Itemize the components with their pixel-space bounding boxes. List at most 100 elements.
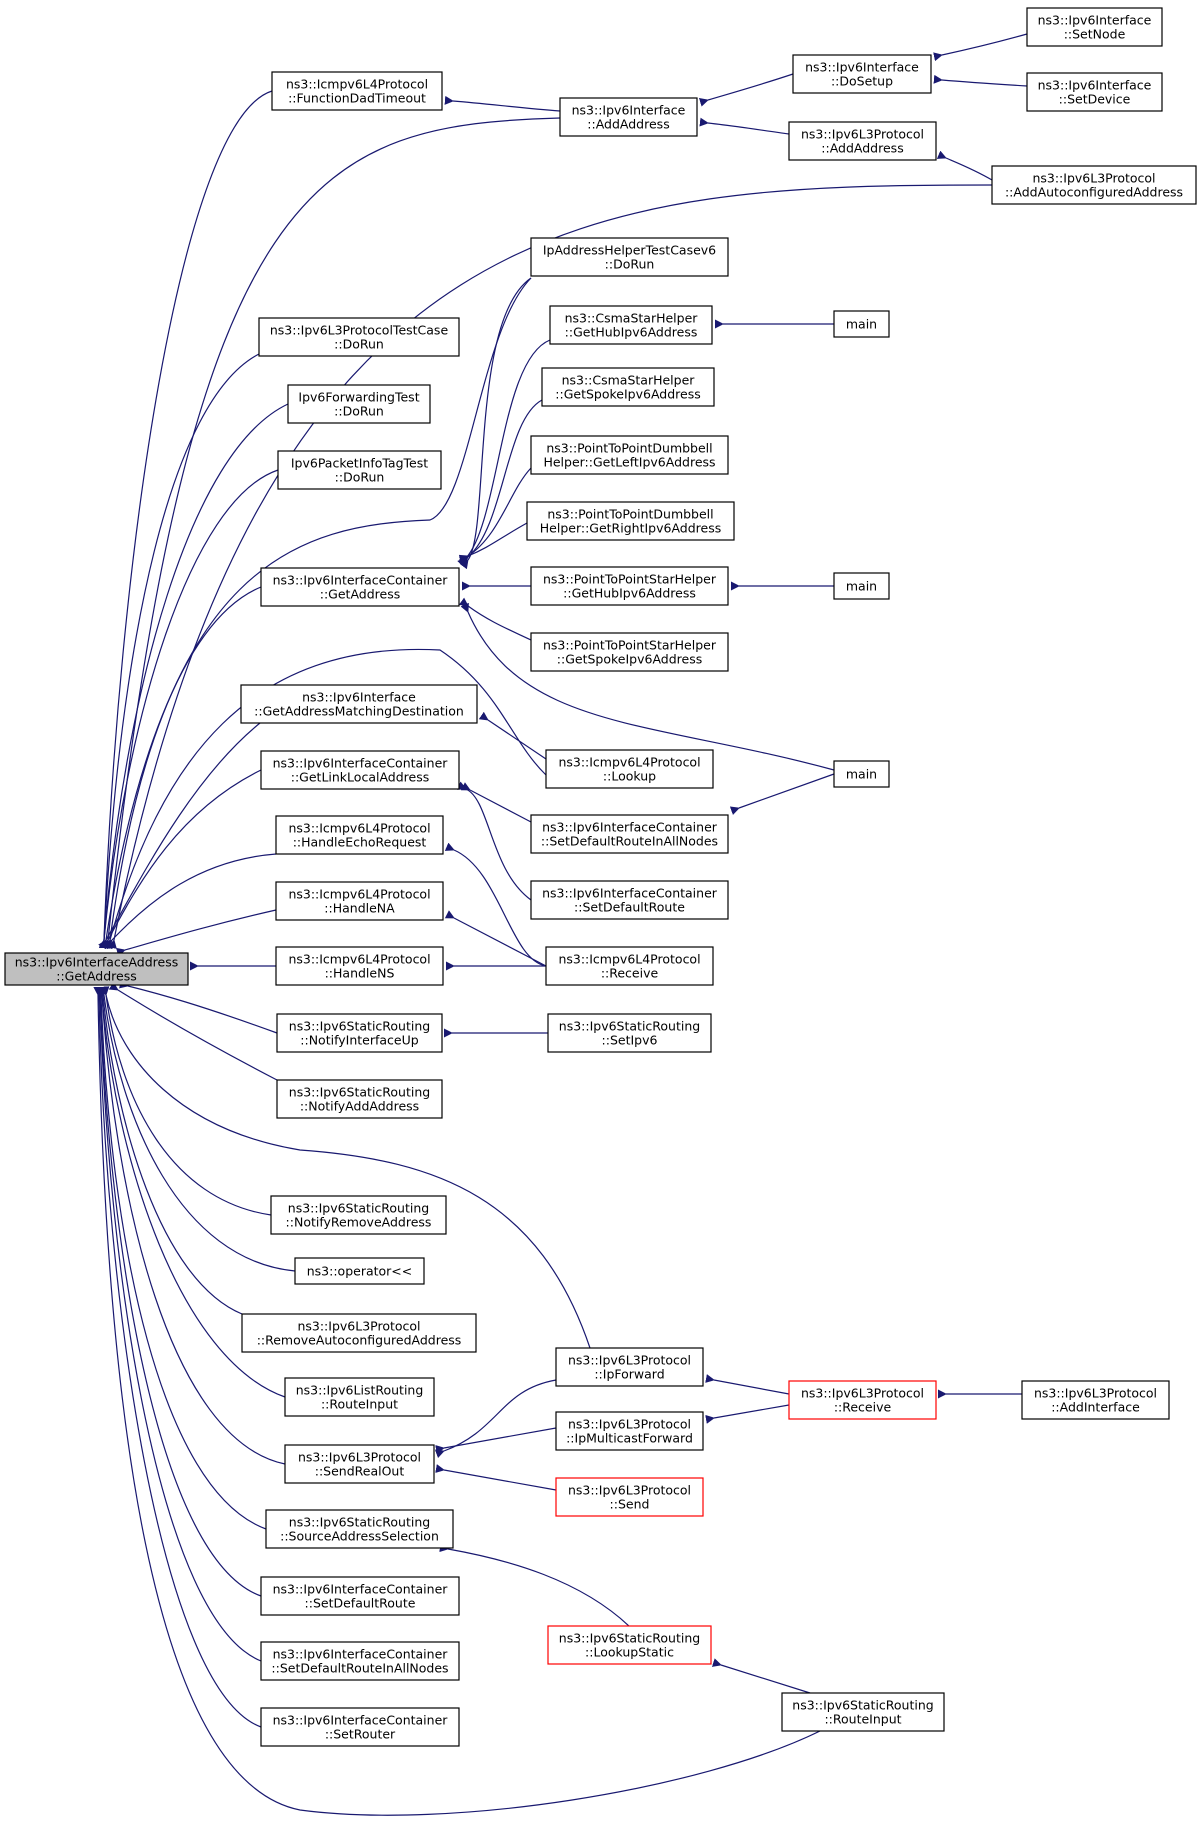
node-box[interactable] — [260, 567, 460, 607]
node-box[interactable] — [559, 97, 698, 137]
node-box[interactable] — [270, 1195, 447, 1235]
node-box[interactable] — [277, 450, 442, 490]
node-box[interactable] — [547, 1625, 712, 1665]
node-box[interactable] — [276, 1013, 443, 1053]
node-icmp_lookup[interactable]: ns3::Icmpv6L4Protocol::Lookup — [545, 749, 714, 789]
node-p2pstar_spoke[interactable]: ns3::PointToPointStarHelper::GetSpokeIpv… — [530, 632, 729, 672]
node-if_setdevice[interactable]: ns3::Ipv6Interface::SetDevice — [1026, 72, 1163, 112]
node-box[interactable] — [792, 54, 932, 94]
node-box[interactable] — [260, 750, 460, 790]
node-l3_sendrealout[interactable]: ns3::Ipv6L3Protocol::SendRealOut — [284, 1444, 435, 1484]
node-box[interactable] — [555, 1477, 704, 1517]
node-box[interactable] — [530, 814, 729, 854]
node-l3_receive[interactable]: ns3::Ipv6L3Protocol::Receive — [788, 1380, 937, 1420]
node-box[interactable] — [240, 684, 478, 724]
node-box[interactable] — [1026, 72, 1163, 112]
node-sr_routeinput[interactable]: ns3::Ipv6StaticRouting::RouteInput — [781, 1692, 945, 1732]
node-ifc_setdef[interactable]: ns3::Ipv6InterfaceContainer::SetDefaultR… — [530, 880, 729, 920]
node-box[interactable] — [833, 572, 890, 600]
node-box[interactable] — [275, 815, 444, 855]
node-if_matchdest[interactable]: ns3::Ipv6Interface::GetAddressMatchingDe… — [240, 684, 478, 724]
node-box[interactable] — [265, 1509, 454, 1549]
node-p2p_left[interactable]: ns3::PointToPointDumbbellHelper::GetLeft… — [530, 435, 729, 475]
node-lr_routeinput[interactable]: ns3::Ipv6ListRouting::RouteInput — [284, 1377, 435, 1417]
node-box[interactable] — [549, 305, 713, 345]
node-ifc_setrouter[interactable]: ns3::Ipv6InterfaceContainer::SetRouter — [260, 1707, 460, 1747]
node-sr_lookupstatic[interactable]: ns3::Ipv6StaticRouting::LookupStatic — [547, 1625, 712, 1665]
node-box[interactable] — [260, 1576, 460, 1616]
node-sr_setipv6[interactable]: ns3::Ipv6StaticRouting::SetIpv6 — [547, 1013, 712, 1053]
node-box[interactable] — [541, 367, 715, 407]
node-if_setnode[interactable]: ns3::Ipv6Interface::SetNode — [1026, 7, 1163, 47]
node-l3_addinterface[interactable]: ns3::Ipv6L3Protocol::AddInterface — [1021, 1380, 1170, 1420]
node-if_addaddr[interactable]: ns3::Ipv6Interface::AddAddress — [559, 97, 698, 137]
node-fwd_test[interactable]: Ipv6ForwardingTest::DoRun — [287, 384, 431, 424]
node-box[interactable] — [275, 881, 444, 921]
node-box[interactable] — [547, 1013, 712, 1053]
node-box[interactable] — [276, 1079, 443, 1119]
node-if_dosetup[interactable]: ns3::Ipv6Interface::DoSetup — [792, 54, 932, 94]
node-box[interactable] — [530, 566, 729, 606]
node-box[interactable] — [781, 1692, 945, 1732]
node-ifc_linklocal[interactable]: ns3::Ipv6InterfaceContainer::GetLinkLoca… — [260, 750, 460, 790]
node-box[interactable] — [545, 749, 714, 789]
node-sr_srcaddrsel[interactable]: ns3::Ipv6StaticRouting::SourceAddressSel… — [265, 1509, 454, 1549]
node-icmp_na[interactable]: ns3::Icmpv6L4Protocol::HandleNA — [275, 881, 444, 921]
node-l3_removeauto[interactable]: ns3::Ipv6L3Protocol::RemoveAutoconfigure… — [241, 1313, 477, 1353]
node-sr_notifyup[interactable]: ns3::Ipv6StaticRouting::NotifyInterfaceU… — [276, 1013, 443, 1053]
node-icmp_receive[interactable]: ns3::Icmpv6L4Protocol::Receive — [545, 946, 714, 986]
node-sr_notifyremove[interactable]: ns3::Ipv6StaticRouting::NotifyRemoveAddr… — [270, 1195, 447, 1235]
node-ifc_setdefall2[interactable]: ns3::Ipv6InterfaceContainer::SetDefaultR… — [260, 1641, 460, 1681]
node-box[interactable] — [555, 1411, 704, 1451]
node-box[interactable] — [287, 384, 431, 424]
node-box[interactable] — [294, 1257, 425, 1285]
node-box[interactable] — [260, 1641, 460, 1681]
node-box[interactable] — [241, 1313, 477, 1353]
node-box[interactable] — [833, 310, 890, 338]
node-box[interactable] — [545, 946, 714, 986]
node-csma_hub[interactable]: ns3::CsmaStarHelper::GetHubIpv6Address — [549, 305, 713, 345]
node-box[interactable] — [788, 121, 937, 161]
node-p2p_right[interactable]: ns3::PointToPointDumbbellHelper::GetRigh… — [526, 501, 735, 541]
node-sr_notifyadd[interactable]: ns3::Ipv6StaticRouting::NotifyAddAddress — [276, 1079, 443, 1119]
node-icmp_fdt[interactable]: ns3::Icmpv6L4Protocol::FunctionDadTimeou… — [271, 71, 443, 111]
node-ifc_setdef2[interactable]: ns3::Ipv6InterfaceContainer::SetDefaultR… — [260, 1576, 460, 1616]
node-icmp_ns[interactable]: ns3::Icmpv6L4Protocol::HandleNS — [275, 946, 444, 986]
node-box[interactable] — [526, 501, 735, 541]
node-box[interactable] — [260, 1707, 460, 1747]
node-l3_send[interactable]: ns3::Ipv6L3Protocol::Send — [555, 1477, 704, 1517]
node-l3_addaddr[interactable]: ns3::Ipv6L3Protocol::AddAddress — [788, 121, 937, 161]
node-root[interactable]: ns3::Ipv6InterfaceAddress::GetAddress — [4, 952, 189, 986]
node-l3_ipmcast[interactable]: ns3::Ipv6L3Protocol::IpMulticastForward — [555, 1411, 704, 1451]
node-box[interactable] — [555, 1347, 704, 1387]
node-csma_spoke[interactable]: ns3::CsmaStarHelper::GetSpokeIpv6Address — [541, 367, 715, 407]
node-l3_autoconf[interactable]: ns3::Ipv6L3Protocol::AddAutoconfiguredAd… — [991, 165, 1197, 205]
node-box[interactable] — [258, 317, 460, 357]
node-box[interactable] — [1021, 1380, 1170, 1420]
node-icmp_echo[interactable]: ns3::Icmpv6L4Protocol::HandleEchoRequest — [275, 815, 444, 855]
node-op_stream[interactable]: ns3::operator<< — [294, 1257, 425, 1285]
node-box[interactable] — [271, 71, 443, 111]
node-box[interactable] — [4, 952, 189, 986]
node-box[interactable] — [530, 632, 729, 672]
node-main3[interactable]: main — [833, 760, 890, 788]
node-box[interactable] — [833, 760, 890, 788]
node-box[interactable] — [788, 1380, 937, 1420]
node-box[interactable] — [284, 1377, 435, 1417]
node-box[interactable] — [530, 435, 729, 475]
node-l3_testcase[interactable]: ns3::Ipv6L3ProtocolTestCase::DoRun — [258, 317, 460, 357]
node-box[interactable] — [530, 237, 729, 277]
node-main2[interactable]: main — [833, 572, 890, 600]
node-p2pstar_hub[interactable]: ns3::PointToPointStarHelper::GetHubIpv6A… — [530, 566, 729, 606]
node-ifc_setdefall[interactable]: ns3::Ipv6InterfaceContainer::SetDefaultR… — [530, 814, 729, 854]
node-box[interactable] — [991, 165, 1197, 205]
node-box[interactable] — [275, 946, 444, 986]
node-box[interactable] — [284, 1444, 435, 1484]
node-box[interactable] — [530, 880, 729, 920]
node-ifc_getaddr[interactable]: ns3::Ipv6InterfaceContainer::GetAddress — [260, 567, 460, 607]
node-pktinfo_test[interactable]: Ipv6PacketInfoTagTest::DoRun — [277, 450, 442, 490]
node-box[interactable] — [1026, 7, 1163, 47]
node-ipaddr_test[interactable]: IpAddressHelperTestCasev6::DoRun — [530, 237, 729, 277]
node-main1[interactable]: main — [833, 310, 890, 338]
node-l3_ipforward[interactable]: ns3::Ipv6L3Protocol::IpForward — [555, 1347, 704, 1387]
